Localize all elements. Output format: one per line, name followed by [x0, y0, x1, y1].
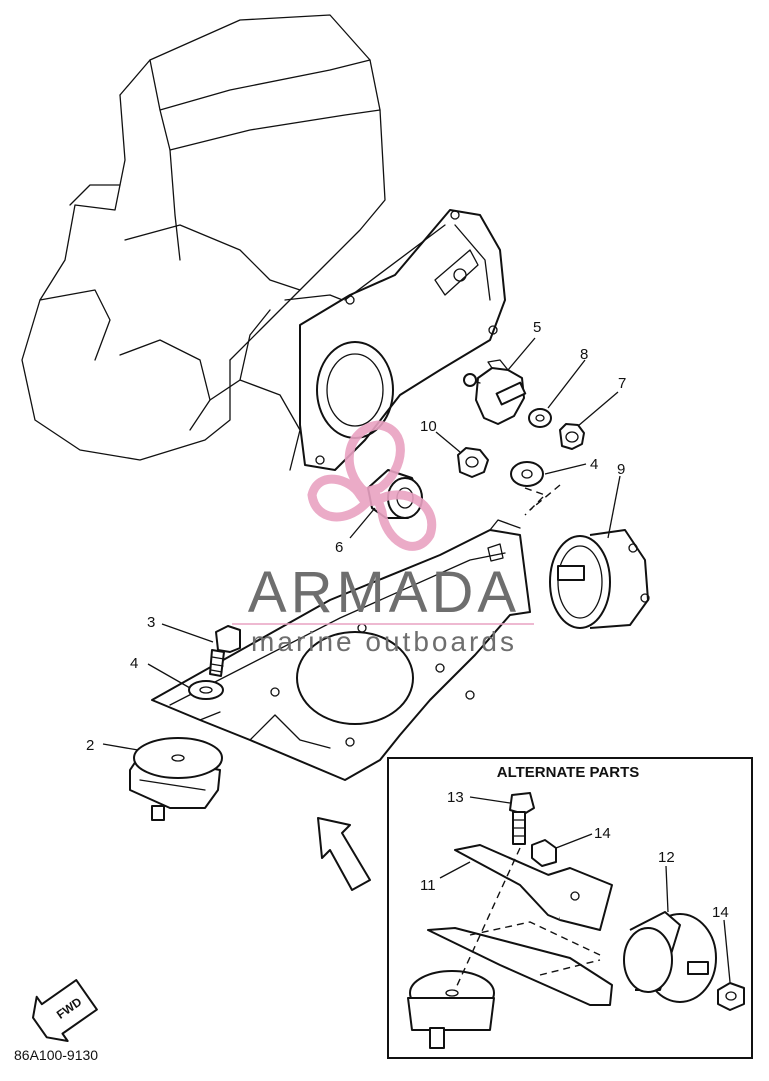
watermark-tagline: marine outboards — [251, 626, 517, 657]
part-10-flange-nut — [457, 447, 489, 478]
alignment-lines — [524, 484, 561, 516]
watermark-propeller-logo — [307, 420, 437, 551]
fwd-badge: FWD — [31, 979, 98, 1043]
callout-13: 13 — [447, 789, 464, 806]
fwd-direction-arrow — [317, 817, 371, 891]
callout-11: 11 — [420, 877, 436, 894]
part-7-nut — [559, 423, 585, 450]
callout-2: 2 — [86, 737, 94, 754]
part-9-rubber-mount — [549, 529, 650, 629]
inset-title: ALTERNATE PARTS — [497, 764, 640, 781]
leader-lines — [102, 337, 621, 751]
callout-14-upper: 14 — [594, 825, 611, 842]
watermark-brand: ARMADA — [248, 560, 520, 625]
callout-12: 12 — [658, 849, 675, 866]
part-5-mount-boss — [463, 359, 527, 425]
callout-6: 6 — [335, 539, 343, 556]
callout-3: 3 — [147, 614, 155, 631]
drawing-number: 86A100-9130 — [14, 1047, 98, 1063]
part-4-washer-lower — [188, 680, 224, 700]
part-2-rubber-mount — [129, 737, 223, 821]
callout-5: 5 — [533, 319, 541, 336]
crankcase-cover — [299, 209, 506, 471]
part-4-washer-upper — [510, 461, 544, 487]
callout-14-right: 14 — [712, 904, 729, 921]
callout-7: 7 — [618, 375, 626, 392]
part-3-bolt — [209, 625, 241, 677]
mounting-bracket — [151, 519, 531, 781]
callout-9: 9 — [617, 461, 625, 478]
callout-4-lower: 4 — [130, 655, 138, 672]
alternate-parts-inset: ALTERNATE PARTS — [387, 757, 753, 1059]
part-8-washer — [528, 408, 552, 428]
callout-10: 10 — [420, 418, 437, 435]
callout-numbers: 2 3 4 4 5 6 7 8 9 10 11 12 13 14 14 — [86, 319, 729, 921]
callout-8: 8 — [580, 346, 588, 363]
callout-4-upper: 4 — [590, 456, 598, 473]
engine-block — [21, 14, 386, 471]
